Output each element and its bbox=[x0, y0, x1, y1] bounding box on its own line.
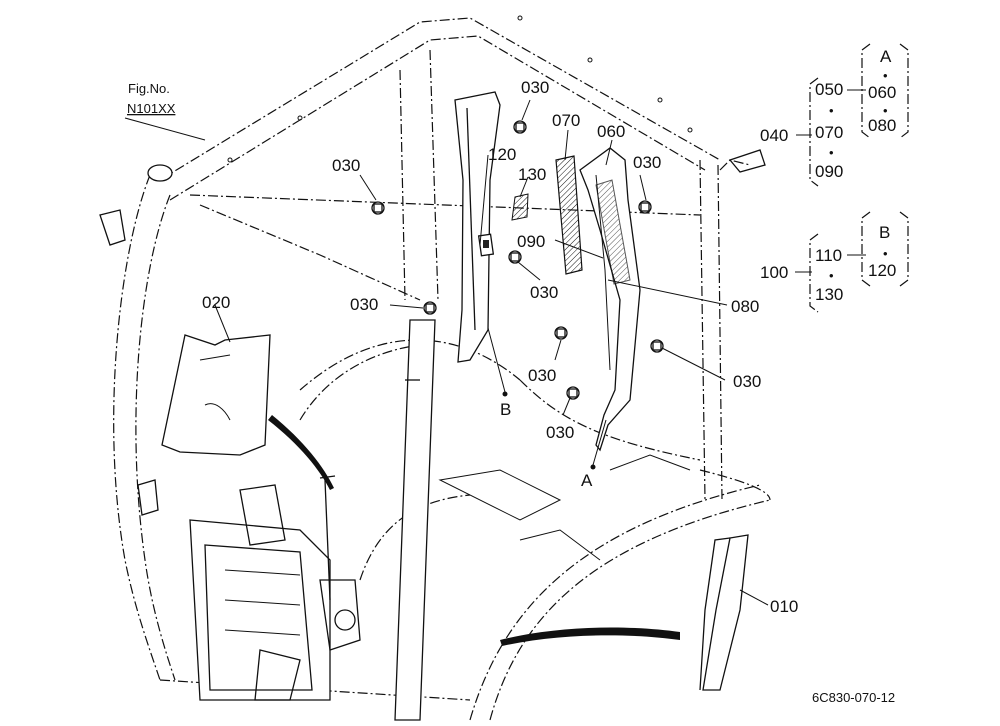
part-010-trim bbox=[699, 534, 749, 691]
cab-frame bbox=[99, 15, 771, 721]
bolt-icon bbox=[638, 200, 652, 214]
marker-b: B bbox=[500, 400, 511, 419]
callout-070: 070 bbox=[552, 111, 580, 130]
marker-a: A bbox=[581, 471, 593, 490]
callout-010: 010 bbox=[770, 597, 798, 616]
callout-030: 030 bbox=[633, 153, 661, 172]
legend-040-item-3: 090 bbox=[815, 162, 843, 181]
bolt-icon bbox=[423, 301, 437, 315]
legend-040-set-dot-1: • bbox=[883, 68, 888, 83]
callout-130: 130 bbox=[518, 165, 546, 184]
legend-040: 040 050 • 070 • 090 A • 060 • 080 bbox=[760, 43, 909, 187]
callout-030: 030 bbox=[546, 423, 574, 442]
bolt-icon bbox=[566, 386, 580, 400]
callout-080: 080 bbox=[731, 297, 759, 316]
callout-090: 090 bbox=[517, 232, 545, 251]
legend-040-dot-1: • bbox=[829, 103, 834, 118]
legend-100-set-item-1: 120 bbox=[868, 261, 896, 280]
marker-a-dot bbox=[590, 464, 596, 470]
legend-100-set-label: B bbox=[879, 223, 890, 242]
callout-030: 030 bbox=[521, 78, 549, 97]
part-120-trim bbox=[454, 91, 501, 363]
seal-strip-upper bbox=[268, 415, 334, 490]
legend-100-dot: • bbox=[829, 268, 834, 283]
legend-100-item-2: 130 bbox=[815, 285, 843, 304]
rear-panel bbox=[189, 475, 361, 701]
drawing-code: 6C830-070-12 bbox=[812, 690, 895, 705]
callout-060: 060 bbox=[597, 122, 625, 141]
legend-040-dot-2: • bbox=[829, 145, 834, 160]
figure-ref-line1: Fig.No. bbox=[128, 81, 170, 96]
figure-ref-line2: N101XX bbox=[127, 101, 176, 116]
bolts-030 bbox=[371, 120, 664, 400]
legend-100-item-1: 110 bbox=[815, 246, 842, 265]
bolt-icon bbox=[371, 201, 385, 215]
callout-120: 120 bbox=[488, 145, 516, 164]
callout-020: 020 bbox=[202, 293, 230, 312]
part-130-pad bbox=[511, 193, 529, 221]
legend-040-set-dot-2: • bbox=[883, 103, 888, 118]
callout-030: 030 bbox=[350, 295, 378, 314]
legend-100-head: 100 bbox=[760, 263, 788, 282]
part-020-panel bbox=[161, 334, 271, 456]
callout-030: 030 bbox=[733, 372, 761, 391]
callout-030: 030 bbox=[530, 283, 558, 302]
part-090-tape bbox=[595, 179, 631, 285]
seal-strip-lower bbox=[500, 627, 680, 646]
bolt-icon bbox=[554, 326, 568, 340]
bolt-icon bbox=[508, 250, 522, 264]
legend-040-item-1: 050 bbox=[815, 80, 843, 99]
legend-040-set-item-2: 080 bbox=[868, 116, 896, 135]
callout-labels: Fig.No. N101XX 030 030 030 030 030 030 0… bbox=[127, 78, 798, 616]
part-070-tape bbox=[555, 155, 583, 275]
part-060-trim bbox=[579, 147, 641, 452]
leader-lines bbox=[124, 99, 769, 606]
center-pillar bbox=[394, 319, 436, 721]
bolt-icon bbox=[650, 339, 664, 353]
marker-b-dot bbox=[502, 391, 508, 397]
legend-100: 100 110 • 130 B • 120 bbox=[760, 211, 909, 313]
callout-030: 030 bbox=[332, 156, 360, 175]
legend-040-set-item-1: 060 bbox=[868, 83, 896, 102]
legend-040-head: 040 bbox=[760, 126, 788, 145]
legend-100-set-dot: • bbox=[883, 246, 888, 261]
legend-040-item-2: 070 bbox=[815, 123, 843, 142]
callout-030: 030 bbox=[528, 366, 556, 385]
legend-040-set-label: A bbox=[880, 47, 892, 66]
bolt-icon bbox=[513, 120, 527, 134]
